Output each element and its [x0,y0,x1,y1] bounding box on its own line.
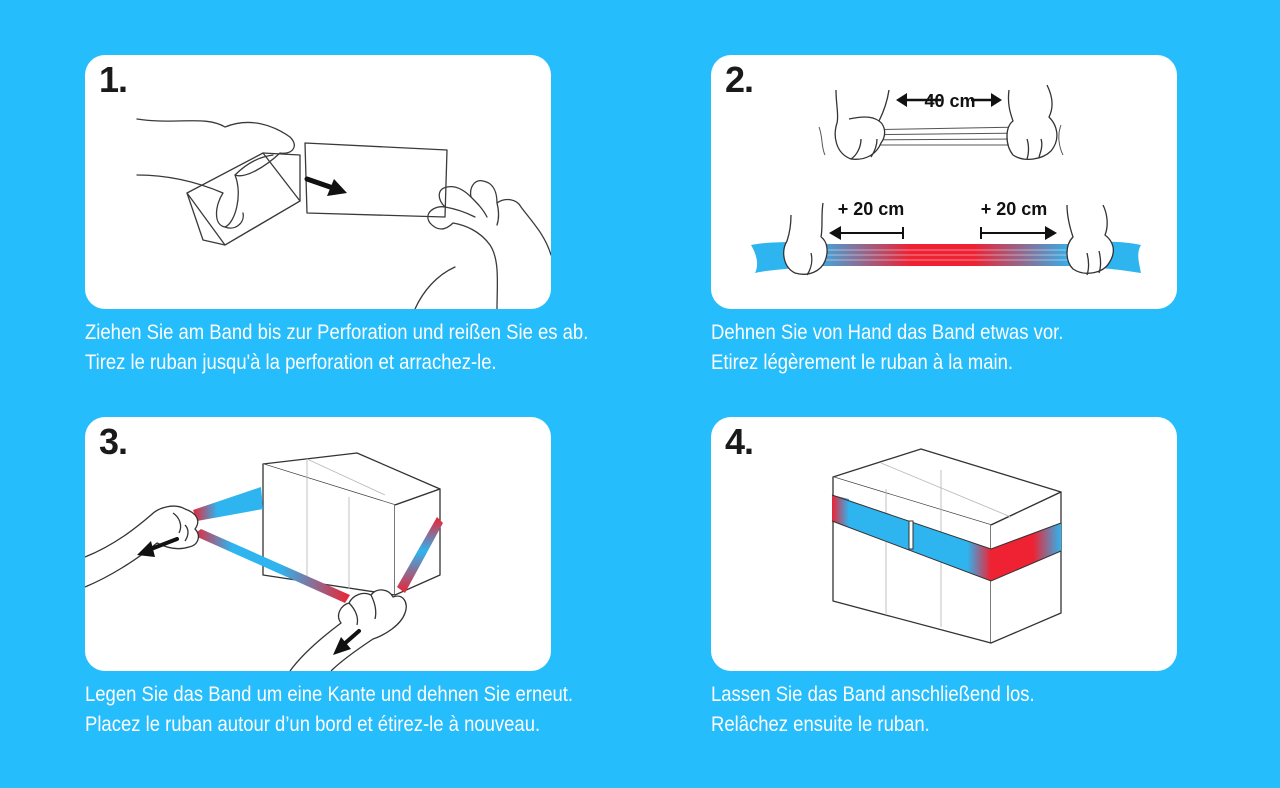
hand-icon [85,505,200,588]
wrap-edge-illustration [85,452,443,671]
step-number: 3. [99,421,128,462]
hand-icon [136,118,295,229]
fist-icon [1006,84,1058,161]
arrow-left-icon [829,226,904,240]
caption-german: Legen Sie das Band um eine Kante und deh… [85,683,574,706]
band-icon [193,487,443,603]
step-number: 2. [725,59,754,100]
label-stretch-left: + 20 cm [838,199,905,219]
fist-icon [783,202,828,276]
caption-german: Lassen Sie das Band anschließend los. [711,683,1035,706]
step-number: 1. [99,59,128,100]
tear-band-illustration [136,118,551,309]
step-2-caption: Dehnen Sie von Hand das Band etwas vor. … [711,318,1063,378]
step-4-card: 4. [711,417,1177,671]
caption-german: Dehnen Sie von Hand das Band etwas vor. [711,321,1064,344]
fist-icon [1066,204,1115,276]
double-arrow-icon [896,93,1002,107]
step-number: 4. [725,421,754,462]
release-band-illustration [831,448,1062,644]
step-4-caption: Lassen Sie das Band anschließend los. Re… [711,680,1035,740]
caption-french: Tirez le ruban jusqu'à la perforation et… [85,351,497,374]
arrow-right-icon [980,226,1057,240]
fist-icon [834,89,890,160]
label-stretch-right: + 20 cm [981,199,1048,219]
caption-german: Ziehen Sie am Band bis zur Perforation u… [85,321,589,344]
step-1-caption: Ziehen Sie am Band bis zur Perforation u… [85,318,588,378]
label-40cm: 40 cm [924,91,975,111]
prestretch-illustration: 40 cm + 20 cm + [751,84,1141,276]
box-icon [186,152,301,246]
caption-french: Etirez légèrement le ruban à la main. [711,351,1014,374]
arrow-down-left-icon [333,629,361,655]
step-3-card: 3. [85,417,551,671]
caption-french: Relâchez ensuite le ruban. [711,713,930,736]
step-3-caption: Legen Sie das Band um eine Kante und deh… [85,680,573,740]
hand-icon [289,589,407,671]
step-2-card: 2. 40 cm [711,55,1177,309]
hand-icon [414,180,551,309]
arrow-down-left-icon [137,537,179,557]
arrow-right-icon [304,176,347,196]
step-1-card: 1. [85,55,551,309]
caption-french: Placez le ruban autour d’un bord et étir… [85,713,541,736]
